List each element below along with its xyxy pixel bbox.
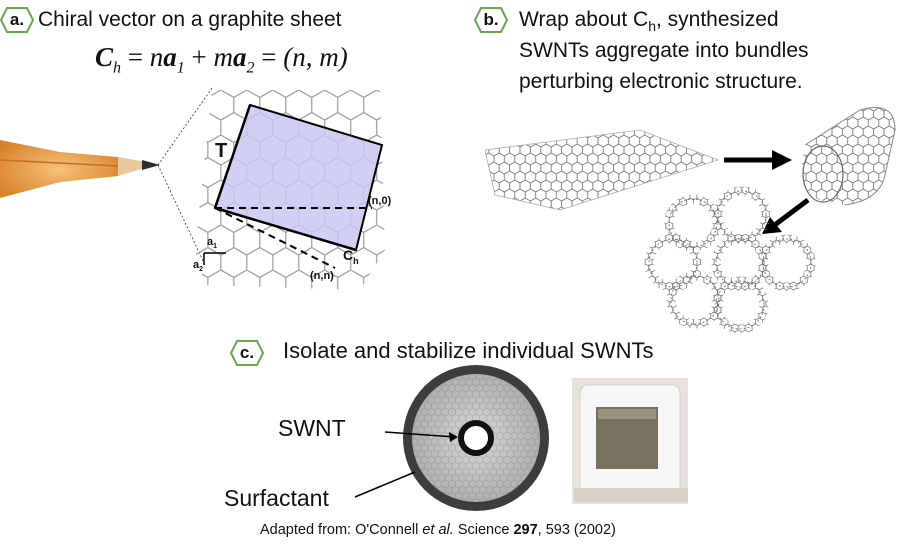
hex-badge-icon	[230, 340, 264, 366]
badge-a-text: a.	[9, 10, 25, 29]
nanotube-illustration	[802, 107, 896, 206]
eq-C: C	[95, 42, 114, 72]
eq-a1: a	[163, 42, 177, 72]
hex-badge-icon	[0, 7, 34, 33]
zoom-line-top	[157, 87, 213, 166]
eq-plus: +	[191, 42, 207, 72]
T-vector	[213, 104, 252, 209]
arrow-right-icon	[724, 150, 792, 170]
eq-1-sub: 1	[176, 59, 185, 77]
graphene-sheet-3d	[484, 129, 720, 211]
eq-m: m	[213, 42, 233, 72]
Ch-vector	[214, 206, 357, 252]
citation-rest: , 593 (2002)	[537, 522, 616, 538]
nn-line	[214, 207, 336, 269]
label-a1-sub: 1	[213, 243, 218, 251]
swnt-core	[458, 420, 494, 456]
panel-b-line1-pre: Wrap about C	[519, 8, 649, 31]
panel-c-title: Isolate and stabilize individual SWNTs	[283, 338, 654, 363]
label-a1: a1	[207, 236, 217, 250]
label-Ch: Ch	[343, 247, 359, 266]
panel-b-line1-post: , synthesized	[655, 8, 779, 31]
basis-vectors	[203, 252, 226, 265]
eq-equals-2: =	[261, 42, 277, 72]
citation-journal: Science	[453, 522, 514, 538]
citation-etal: et al.	[422, 522, 454, 538]
swnt-pointer	[384, 431, 456, 438]
eq-n: n	[149, 42, 164, 72]
badge-c-text: c.	[239, 343, 255, 362]
eq-equals-1: =	[127, 42, 143, 72]
badge-b: b.	[474, 6, 508, 34]
panel-a-title: Chiral vector on a graphite sheet	[38, 8, 342, 31]
panel-b-line1: Wrap about Ch, synthesized	[519, 7, 779, 39]
graphite-sheet	[195, 90, 385, 290]
eq-a2: a	[232, 42, 247, 72]
label-n0: (n,0)	[368, 195, 392, 207]
badge-b-text: b.	[483, 10, 499, 29]
panel-b-line2: SWNTs aggregate into bundles	[519, 39, 809, 62]
eq-pair: (n, m)	[283, 42, 348, 72]
badge-c: c.	[230, 339, 264, 367]
label-Ch-sub: h	[353, 255, 359, 266]
label-a2-sub: 2	[199, 266, 204, 274]
panel-b-line1-sub: h	[648, 18, 656, 35]
eq-h-sub: h	[113, 59, 122, 77]
label-T: T	[215, 140, 228, 162]
citation: Adapted from: O'Connell et al. Science 2…	[260, 522, 616, 538]
eq-2-sub: 2	[246, 59, 255, 77]
vial-photo	[572, 378, 688, 504]
label-Ch-main: C	[343, 247, 354, 263]
label-a2: a2	[193, 259, 203, 273]
label-nn: (n,n)	[310, 270, 334, 282]
micelle-illustration	[403, 365, 549, 511]
label-a2-main: a	[193, 259, 200, 271]
arrow-down-left-icon	[762, 198, 810, 234]
citation-volume: 297	[513, 522, 538, 538]
chiral-equation: Ch = na1 + ma2 = (n, m)	[95, 42, 348, 77]
surfactant-pointer	[354, 471, 416, 498]
label-a1-main: a	[207, 236, 214, 248]
pencil-illustration	[0, 140, 160, 198]
nanotube-bundle	[644, 186, 816, 334]
swnt-label: SWNT	[278, 415, 346, 441]
badge-a: a.	[0, 6, 34, 34]
surfactant-label: Surfactant	[224, 485, 329, 511]
panel-b-line3: perturbing electronic structure.	[519, 70, 803, 93]
hex-badge-icon	[474, 7, 508, 33]
citation-prefix: Adapted from: O'Connell	[260, 522, 423, 538]
